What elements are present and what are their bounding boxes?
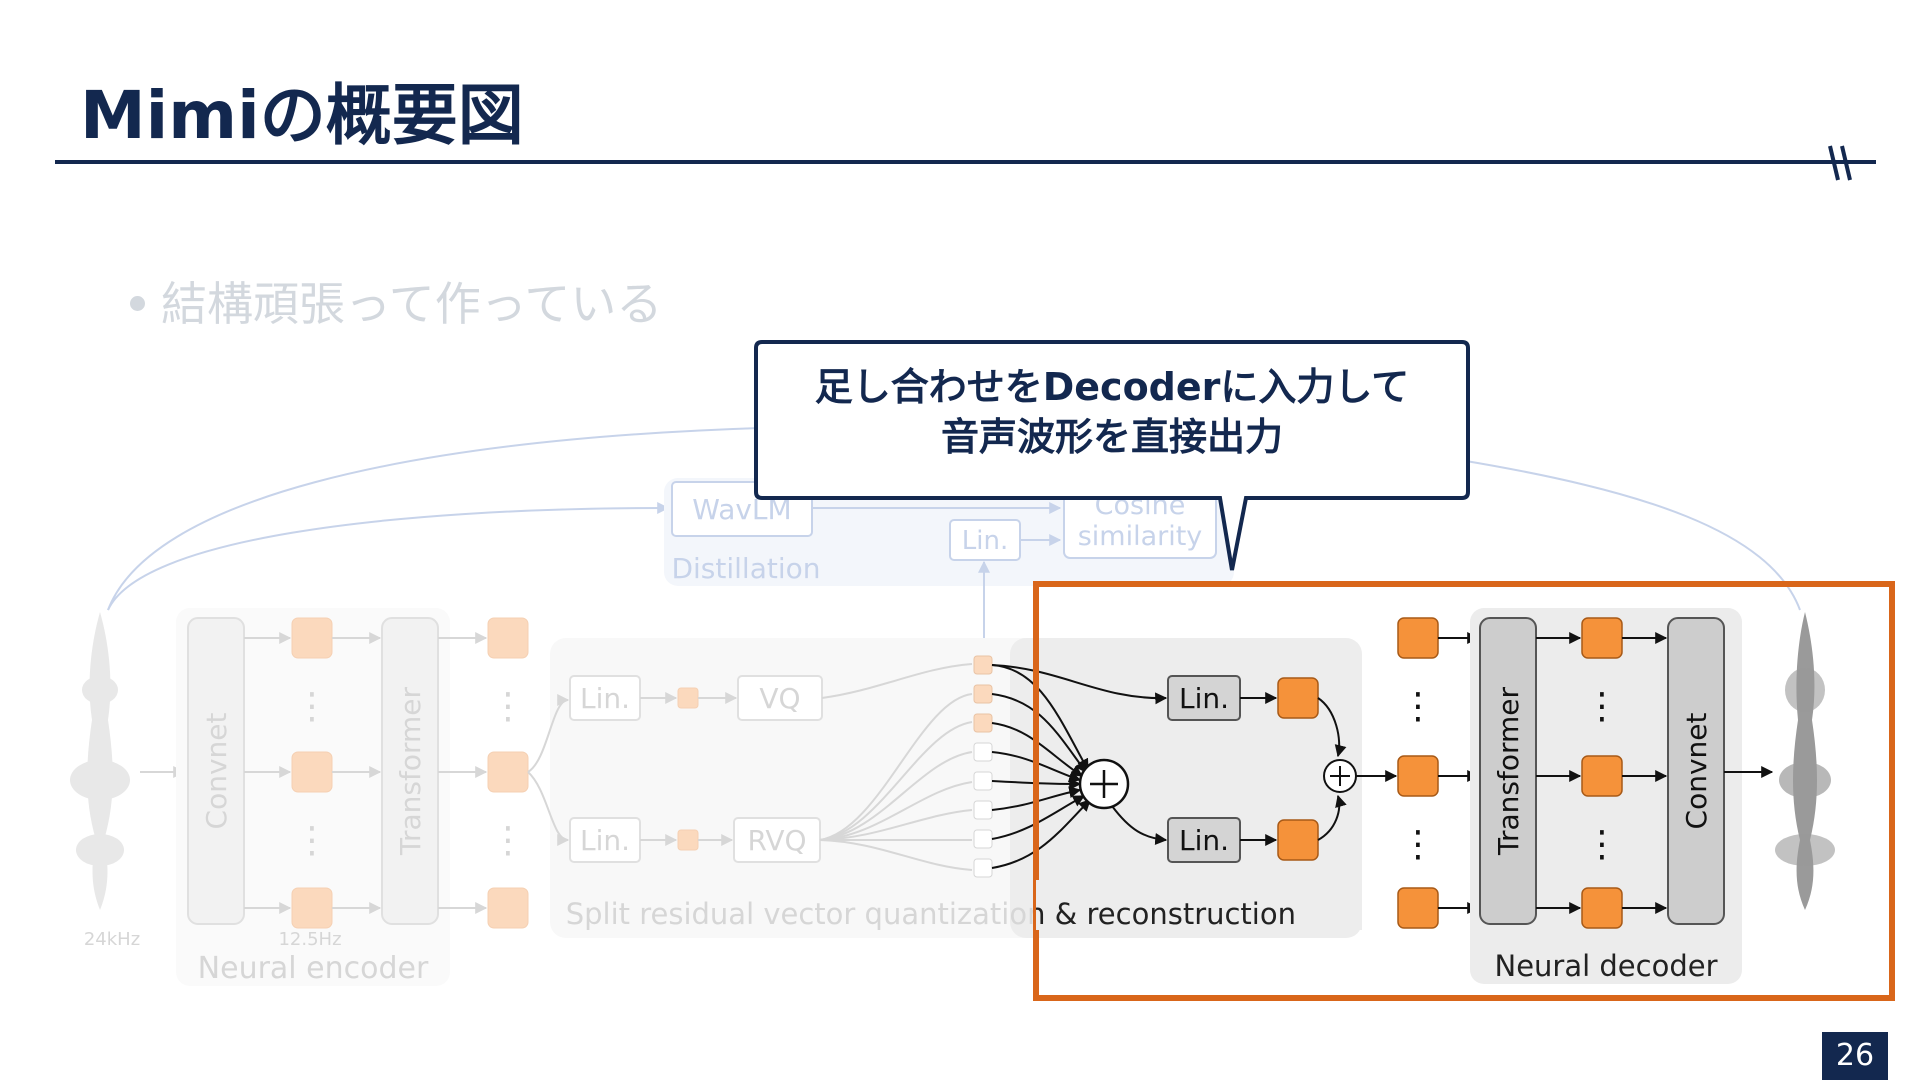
ellipsis: ⋮ [490, 686, 526, 727]
enc-token [487, 617, 529, 659]
input-waveform [70, 612, 130, 910]
recon-token-semantic [1277, 677, 1319, 719]
dec-token [1581, 617, 1623, 659]
skip-arc-wavlm [107, 502, 670, 611]
rvq-label: RVQ [747, 824, 806, 857]
code-token [973, 771, 993, 791]
enc-token [487, 887, 529, 929]
distillation-label: Distillation [671, 552, 820, 585]
bullet-dot [130, 296, 145, 311]
input-rate-label: 24kHz [84, 929, 140, 950]
ellipsis: ⋮ [1400, 824, 1436, 865]
ellipsis: ⋮ [1400, 686, 1436, 727]
dec-token [1397, 887, 1439, 929]
lin-acoustic-label: Lin. [580, 824, 630, 857]
code-token [973, 800, 993, 820]
reconstruction-decoder-region: Split residual vector quantization & rec… [566, 581, 1895, 1001]
code-token-column [973, 655, 993, 878]
callout-line-2: 音声波形を直接出力 [940, 415, 1283, 459]
bullet-text: 結構頑張って作っている [161, 277, 663, 331]
lin-distill-label: Lin. [962, 526, 1008, 556]
ellipsis: ⋮ [294, 686, 330, 727]
neural-decoder-label: Neural decoder [1495, 949, 1718, 983]
dec-token [1581, 755, 1623, 797]
bullet-item: 結構頑張って作っている [130, 268, 662, 334]
cosine-label-2: similarity [1078, 521, 1203, 552]
vq-token [677, 687, 699, 709]
code-token [973, 713, 993, 733]
dec-token [1397, 617, 1439, 659]
code-token [973, 829, 993, 849]
enc-token [291, 617, 333, 659]
dec-token [1581, 887, 1623, 929]
decoder-transformer [1479, 617, 1537, 925]
enc-token [487, 751, 529, 793]
output-waveform [1775, 612, 1835, 910]
decoder-transformer-label: Transformer [1492, 687, 1525, 857]
callout-line-1: 足し合わせをDecoderに入力して [814, 365, 1410, 409]
dec-token [1397, 755, 1439, 797]
recon-token-acoustic [1277, 819, 1319, 861]
decoder-convnet-label: Convnet [1680, 713, 1713, 830]
code-token [973, 684, 993, 704]
ellipsis: ⋮ [1584, 824, 1620, 865]
reconstruction-panel [1010, 638, 1362, 938]
skip-arc-outer [107, 427, 761, 611]
frame-rate-label: 12.5Hz [278, 929, 341, 950]
highlight-box [1033, 581, 1895, 1001]
lin-acoustic-recon-label: Lin. [1179, 824, 1229, 857]
skip-arc-right [1459, 459, 1801, 611]
neural-encoder-label: Neural encoder [198, 951, 429, 986]
page-number-badge: 26 [1822, 1032, 1888, 1080]
lin-semantic-recon-label: Lin. [1179, 682, 1229, 715]
enc-token [291, 887, 333, 929]
ellipsis: ⋮ [294, 820, 330, 861]
lin-semantic-label: Lin. [580, 682, 630, 715]
ellipsis: ⋮ [1584, 686, 1620, 727]
enc-token [291, 751, 333, 793]
encoder-transformer-label: Transformer [394, 687, 427, 857]
code-token [973, 742, 993, 762]
vq-label: VQ [759, 682, 800, 715]
quantization-panel-faded [550, 638, 1040, 938]
code-token [973, 655, 993, 675]
rvq-token [677, 829, 699, 851]
slide-title: Mimiの概要図 [80, 77, 524, 154]
faded-encoder-region: WavLM Distillation Lin. Cosine similarit… [70, 427, 1801, 986]
ellipsis: ⋮ [490, 820, 526, 861]
encoder-convnet-label: Convnet [200, 713, 233, 830]
quantization-caption-visible: Split residual vector quantization & rec… [566, 897, 1296, 931]
callout-text: 足し合わせをDecoderに入力して 音声波形を直接出力 [760, 362, 1464, 462]
callout-bubble [754, 340, 1470, 571]
code-token [973, 858, 993, 878]
